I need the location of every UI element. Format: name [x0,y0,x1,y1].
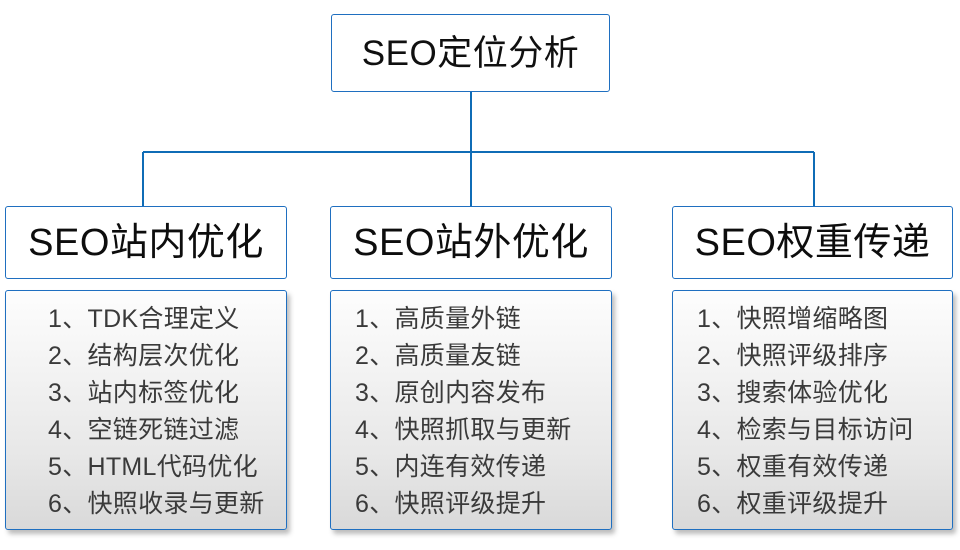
list-item: 5、HTML代码优化 [48,453,258,481]
list-item: 4、快照抓取与更新 [355,416,572,444]
branch-body-3: 1、快照增缩略图 2、快照评级排序 3、搜索体验优化 4、检索与目标访问 5、权… [672,290,953,530]
branch-column-3: SEO权重传递 1、快照增缩略图 2、快照评级排序 3、搜索体验优化 4、检索与… [672,206,953,530]
list-item: 6、权重评级提升 [697,490,889,518]
list-item: 3、站内标签优化 [48,379,240,407]
branch-header-label-2: SEO站外优化 [353,221,589,264]
list-item: 6、快照评级提升 [355,490,547,518]
branch-header-2[interactable]: SEO站外优化 [330,206,612,279]
branch-header-1[interactable]: SEO站内优化 [5,206,287,279]
item-list-3: 1、快照增缩略图 2、快照评级排序 3、搜索体验优化 4、检索与目标访问 5、权… [673,301,952,523]
list-item: 2、快照评级排序 [697,342,889,370]
branch-body-1: 1、TDK合理定义 2、结构层次优化 3、站内标签优化 4、空链死链过滤 5、H… [5,290,287,530]
list-item: 5、内连有效传递 [355,453,547,481]
list-item: 6、快照收录与更新 [48,490,265,518]
list-item: 1、高质量外链 [355,305,522,333]
list-item: 4、空链死链过滤 [48,416,240,444]
branch-header-label-3: SEO权重传递 [694,221,931,264]
item-list-2: 1、高质量外链 2、高质量友链 3、原创内容发布 4、快照抓取与更新 5、内连有… [331,301,611,523]
branch-body-2: 1、高质量外链 2、高质量友链 3、原创内容发布 4、快照抓取与更新 5、内连有… [330,290,612,530]
root-node-label: SEO定位分析 [361,33,580,73]
item-list-1: 1、TDK合理定义 2、结构层次优化 3、站内标签优化 4、空链死链过滤 5、H… [6,301,286,523]
root-node[interactable]: SEO定位分析 [331,14,610,92]
list-item: 1、TDK合理定义 [48,305,240,333]
branch-header-3[interactable]: SEO权重传递 [672,206,953,279]
list-item: 4、检索与目标访问 [697,416,914,444]
list-item: 2、结构层次优化 [48,342,240,370]
list-item: 5、权重有效传递 [697,453,889,481]
branch-column-2: SEO站外优化 1、高质量外链 2、高质量友链 3、原创内容发布 4、快照抓取与… [330,206,612,530]
list-item: 2、高质量友链 [355,342,522,370]
branch-header-label-1: SEO站内优化 [28,221,264,264]
branch-column-1: SEO站内优化 1、TDK合理定义 2、结构层次优化 3、站内标签优化 4、空链… [5,206,287,530]
list-item: 1、快照增缩略图 [697,305,889,333]
list-item: 3、搜索体验优化 [697,379,889,407]
list-item: 3、原创内容发布 [355,379,547,407]
